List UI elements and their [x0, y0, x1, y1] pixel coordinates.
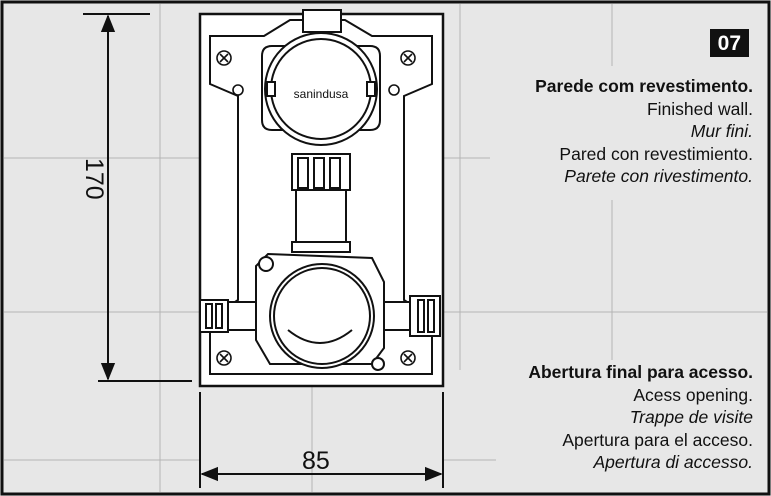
access-opening-es: Apertura para el acceso.: [562, 429, 753, 450]
width-dimension-label: 85: [302, 447, 330, 475]
top-valve-cap: [261, 9, 381, 146]
finished-wall-es: Pared con revestimiento.: [559, 143, 753, 164]
finished-wall-fr: Mur fini.: [690, 121, 753, 141]
access-opening-fr: Trappe de visite: [629, 407, 753, 427]
brand-logo: sanindusa: [294, 87, 349, 101]
height-dimension-label: 170: [80, 158, 108, 200]
step-number-badge: 07: [709, 29, 749, 57]
lower-valve-body: [255, 252, 385, 371]
finished-wall-pt: Parede com revestimento.: [535, 76, 753, 96]
finished-wall-it: Parete con rivestimento.: [564, 166, 753, 186]
side-connectors: [199, 295, 441, 337]
finished-wall-en: Finished wall.: [646, 98, 753, 119]
valve-stem: [291, 153, 351, 253]
access-opening-label: Abertura final para acesso. Acess openin…: [528, 361, 753, 474]
finished-wall-label: Parede com revestimento. Finished wall. …: [535, 75, 753, 188]
access-opening-en: Acess opening.: [633, 384, 753, 405]
access-opening-pt: Abertura final para acesso.: [528, 362, 753, 382]
screw-crosses: [219, 53, 413, 363]
access-opening-it: Apertura di accesso.: [593, 452, 753, 472]
